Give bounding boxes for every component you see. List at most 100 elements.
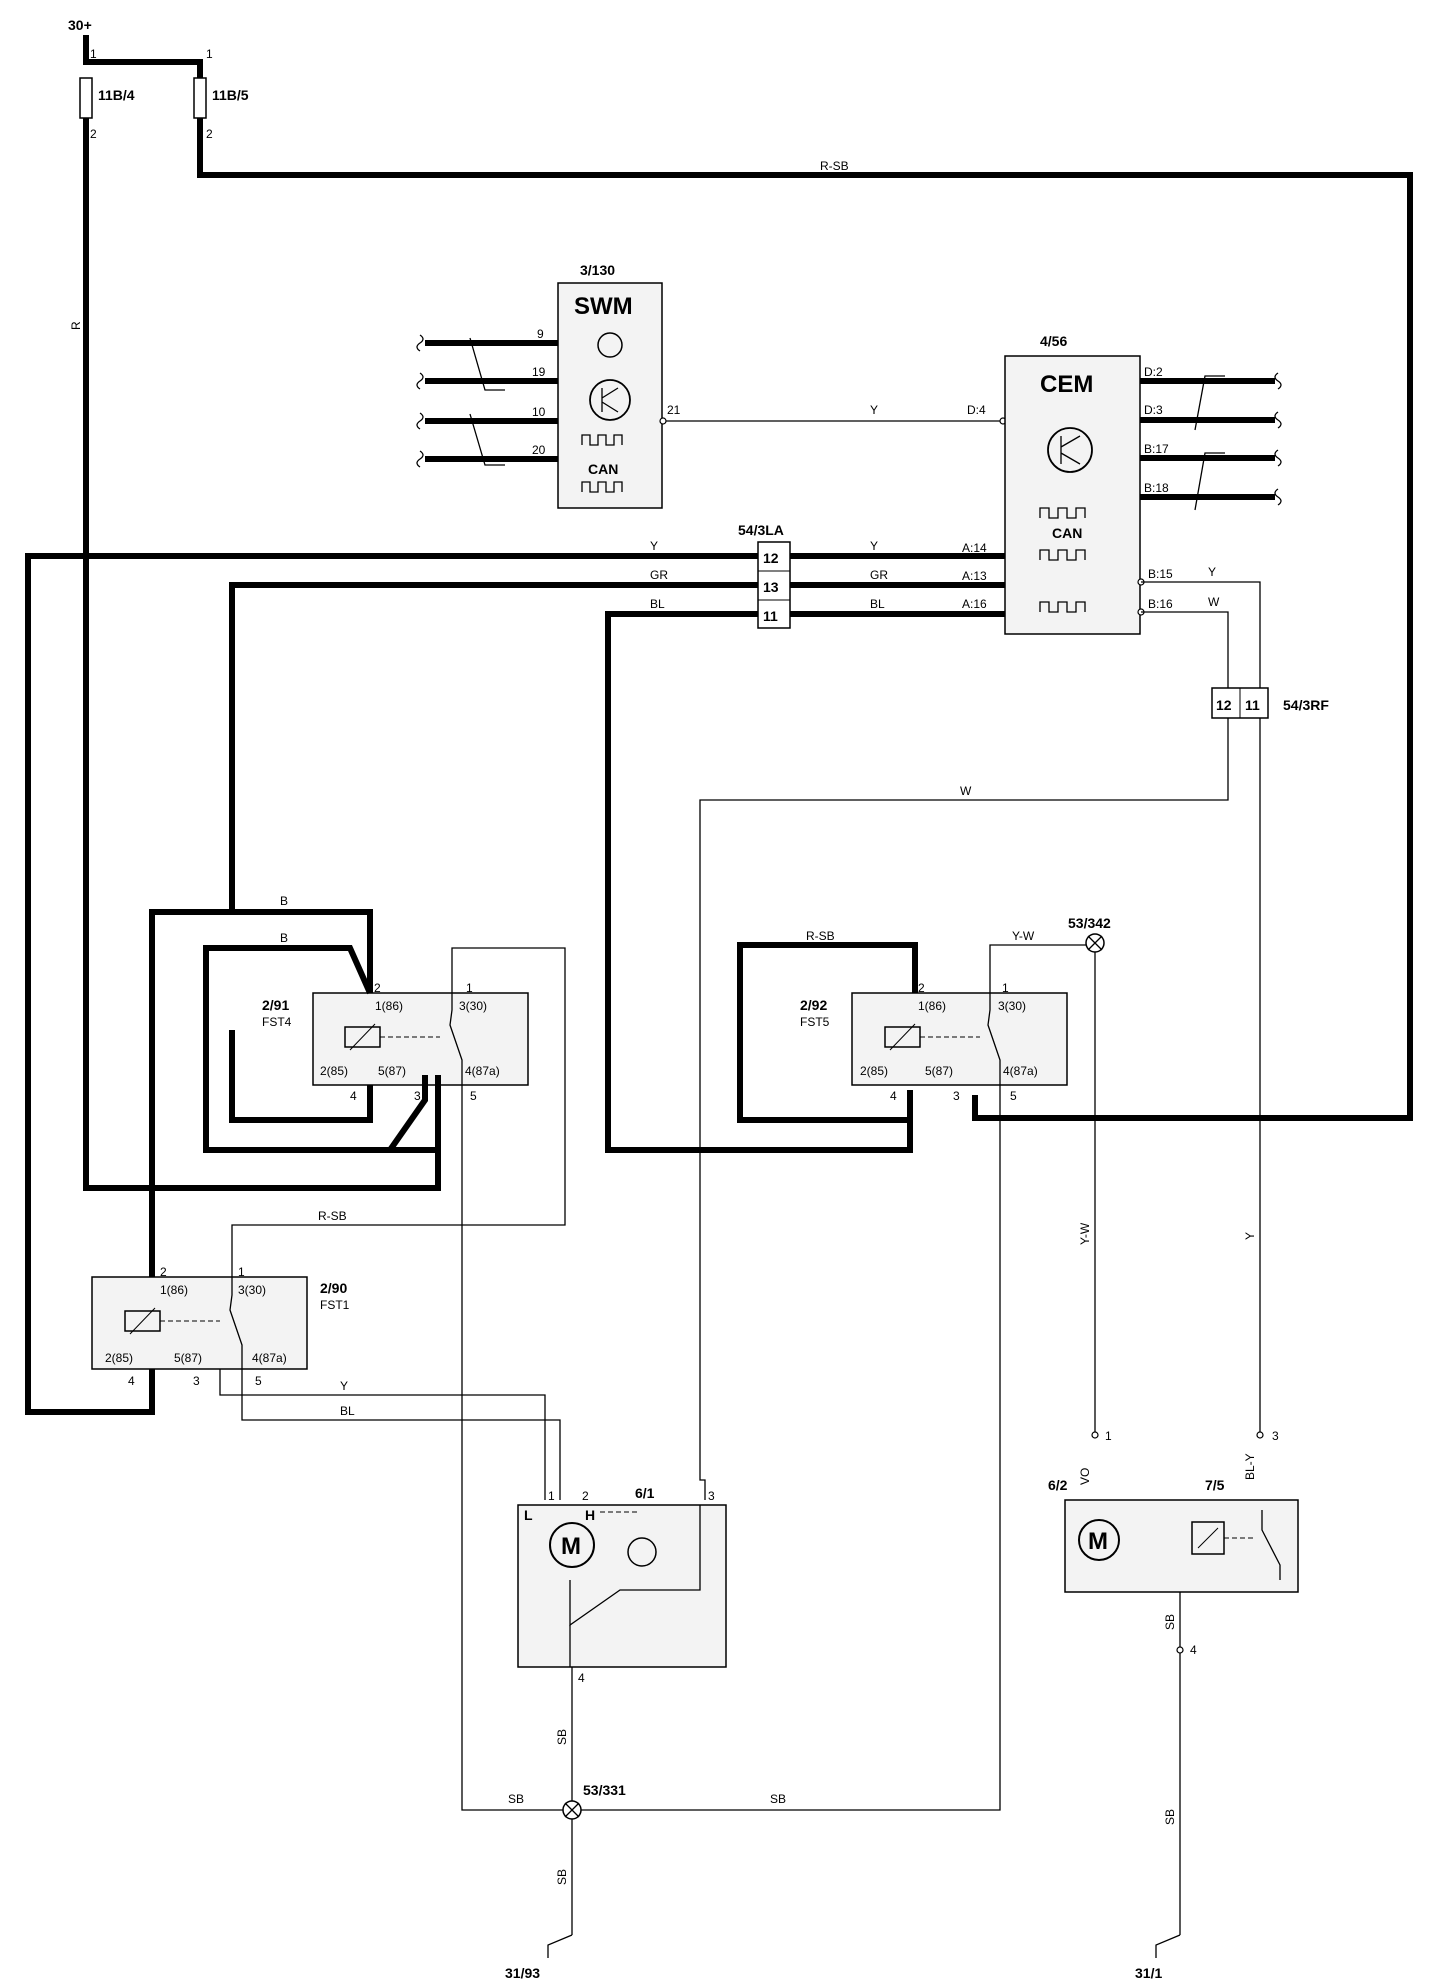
svg-text:2: 2 — [918, 981, 925, 995]
svg-text:11: 11 — [763, 608, 778, 624]
svg-text:1: 1 — [1105, 1429, 1112, 1443]
connector-54-3la-ref: 54/3LA — [738, 522, 784, 538]
ground-53-342-label: 53/342 — [1068, 915, 1111, 931]
svg-text:3(30): 3(30) — [998, 999, 1026, 1013]
svg-text:1: 1 — [548, 1489, 555, 1503]
svg-text:3: 3 — [414, 1089, 421, 1103]
svg-text:1(86): 1(86) — [918, 999, 946, 1013]
svg-text:1: 1 — [238, 1265, 245, 1279]
wire-bl-cem-to-fst5 — [605, 611, 913, 1153]
relay-2-91-ref: 2/91 — [262, 997, 289, 1013]
svg-text:5: 5 — [470, 1089, 477, 1103]
ground-31-93-icon — [547, 1934, 573, 1958]
svg-text:M: M — [1088, 1528, 1108, 1555]
swm-can-label: CAN — [588, 461, 618, 477]
svg-text:1: 1 — [1002, 981, 1009, 995]
wire-bl-fst1-motor-high — [241, 1369, 561, 1500]
wire-sb-fst5-ground — [565, 1085, 1001, 1811]
svg-text:M: M — [561, 1533, 581, 1560]
svg-text:B: B — [280, 894, 288, 908]
svg-text:SB: SB — [555, 1729, 569, 1745]
relay-2-90 — [91, 1276, 308, 1370]
svg-text:SB: SB — [508, 1792, 524, 1806]
svg-text:4(87a): 4(87a) — [252, 1351, 287, 1365]
svg-text:12: 12 — [763, 550, 779, 566]
cem-module — [1004, 355, 1141, 635]
fuse-11b5-label: 11B/5 — [212, 87, 249, 103]
svg-text:W: W — [960, 784, 972, 798]
relay-2-91-name: FST4 — [262, 1015, 292, 1029]
svg-text:4: 4 — [350, 1089, 357, 1103]
relay-2-92-ref: 2/92 — [800, 997, 827, 1013]
svg-text:4: 4 — [1190, 1643, 1197, 1657]
svg-text:SB: SB — [770, 1792, 786, 1806]
motor-6-2-icon — [1078, 1519, 1120, 1561]
svg-text:1(86): 1(86) — [160, 1283, 188, 1297]
svg-text:19: 19 — [532, 365, 546, 379]
supply-wire — [83, 35, 203, 80]
svg-text:A:14: A:14 — [962, 541, 987, 555]
svg-text:B:17: B:17 — [1144, 442, 1169, 456]
ground-31-1-icon — [1155, 1934, 1181, 1958]
svg-text:1(86): 1(86) — [375, 999, 403, 1013]
svg-text:Y: Y — [1208, 565, 1216, 579]
svg-text:R-SB: R-SB — [806, 929, 835, 943]
svg-text:2: 2 — [582, 1489, 589, 1503]
fuse-11b5 — [193, 77, 207, 119]
svg-text:5: 5 — [1010, 1089, 1017, 1103]
svg-text:4: 4 — [578, 1671, 585, 1685]
svg-text:SB: SB — [1163, 1809, 1177, 1825]
cem-transistor-icon — [1047, 427, 1093, 473]
relay-2-91 — [312, 992, 529, 1086]
svg-text:2(85): 2(85) — [860, 1064, 888, 1078]
motor-6-1-cam-icon — [627, 1537, 657, 1567]
svg-text:3: 3 — [193, 1374, 200, 1388]
svg-text:21: 21 — [667, 403, 681, 417]
svg-text:11: 11 — [1245, 697, 1260, 713]
ground-31-93-label: 31/93 — [505, 1965, 540, 1980]
swm-module — [557, 282, 663, 509]
svg-text:2(85): 2(85) — [320, 1064, 348, 1078]
svg-text:VO: VO — [1078, 1468, 1092, 1485]
svg-text:2: 2 — [374, 981, 381, 995]
svg-text:10: 10 — [532, 405, 546, 419]
svg-text:2: 2 — [206, 127, 213, 141]
svg-text:3: 3 — [708, 1489, 715, 1503]
connector-54-3la — [757, 541, 791, 629]
fuse-11b4 — [79, 77, 93, 119]
motor-6-1-ref: 6/1 — [635, 1485, 655, 1501]
svg-text:1: 1 — [466, 981, 473, 995]
svg-text:Y-W: Y-W — [1078, 1222, 1092, 1245]
cem-ref: 4/56 — [1040, 333, 1067, 349]
svg-text:D:3: D:3 — [1144, 403, 1163, 417]
swm-transistor-icon — [589, 379, 631, 421]
svg-text:3(30): 3(30) — [459, 999, 487, 1013]
svg-text:13: 13 — [763, 579, 779, 595]
wire-b-fst4 — [203, 945, 441, 1153]
svg-text:Y: Y — [870, 403, 878, 417]
svg-text:1: 1 — [90, 47, 97, 61]
svg-text:3: 3 — [1272, 1429, 1279, 1443]
svg-text:4(87a): 4(87a) — [1003, 1064, 1038, 1078]
wire-rsb-fuse-to-fst5 — [197, 118, 1413, 1121]
svg-text:Y: Y — [650, 539, 658, 553]
svg-text:GR: GR — [870, 568, 888, 582]
svg-text:5(87): 5(87) — [925, 1064, 953, 1078]
switch-7-5-contact-icon — [1261, 1510, 1281, 1580]
svg-text:W: W — [1208, 595, 1220, 609]
svg-text:H: H — [585, 1507, 595, 1523]
svg-text:1: 1 — [206, 47, 213, 61]
svg-text:4: 4 — [890, 1089, 897, 1103]
svg-text:BL: BL — [650, 597, 665, 611]
svg-text:Y: Y — [340, 1379, 348, 1393]
svg-text:A:16: A:16 — [962, 597, 987, 611]
wire-y-cem-to-fst1 — [25, 553, 758, 1415]
svg-text:SB: SB — [1163, 1614, 1177, 1630]
svg-text:20: 20 — [532, 443, 546, 457]
svg-text:3(30): 3(30) — [238, 1283, 266, 1297]
cem-name: CEM — [1040, 371, 1093, 398]
svg-text:2: 2 — [90, 127, 97, 141]
motor-6-1-icon — [549, 1522, 595, 1568]
